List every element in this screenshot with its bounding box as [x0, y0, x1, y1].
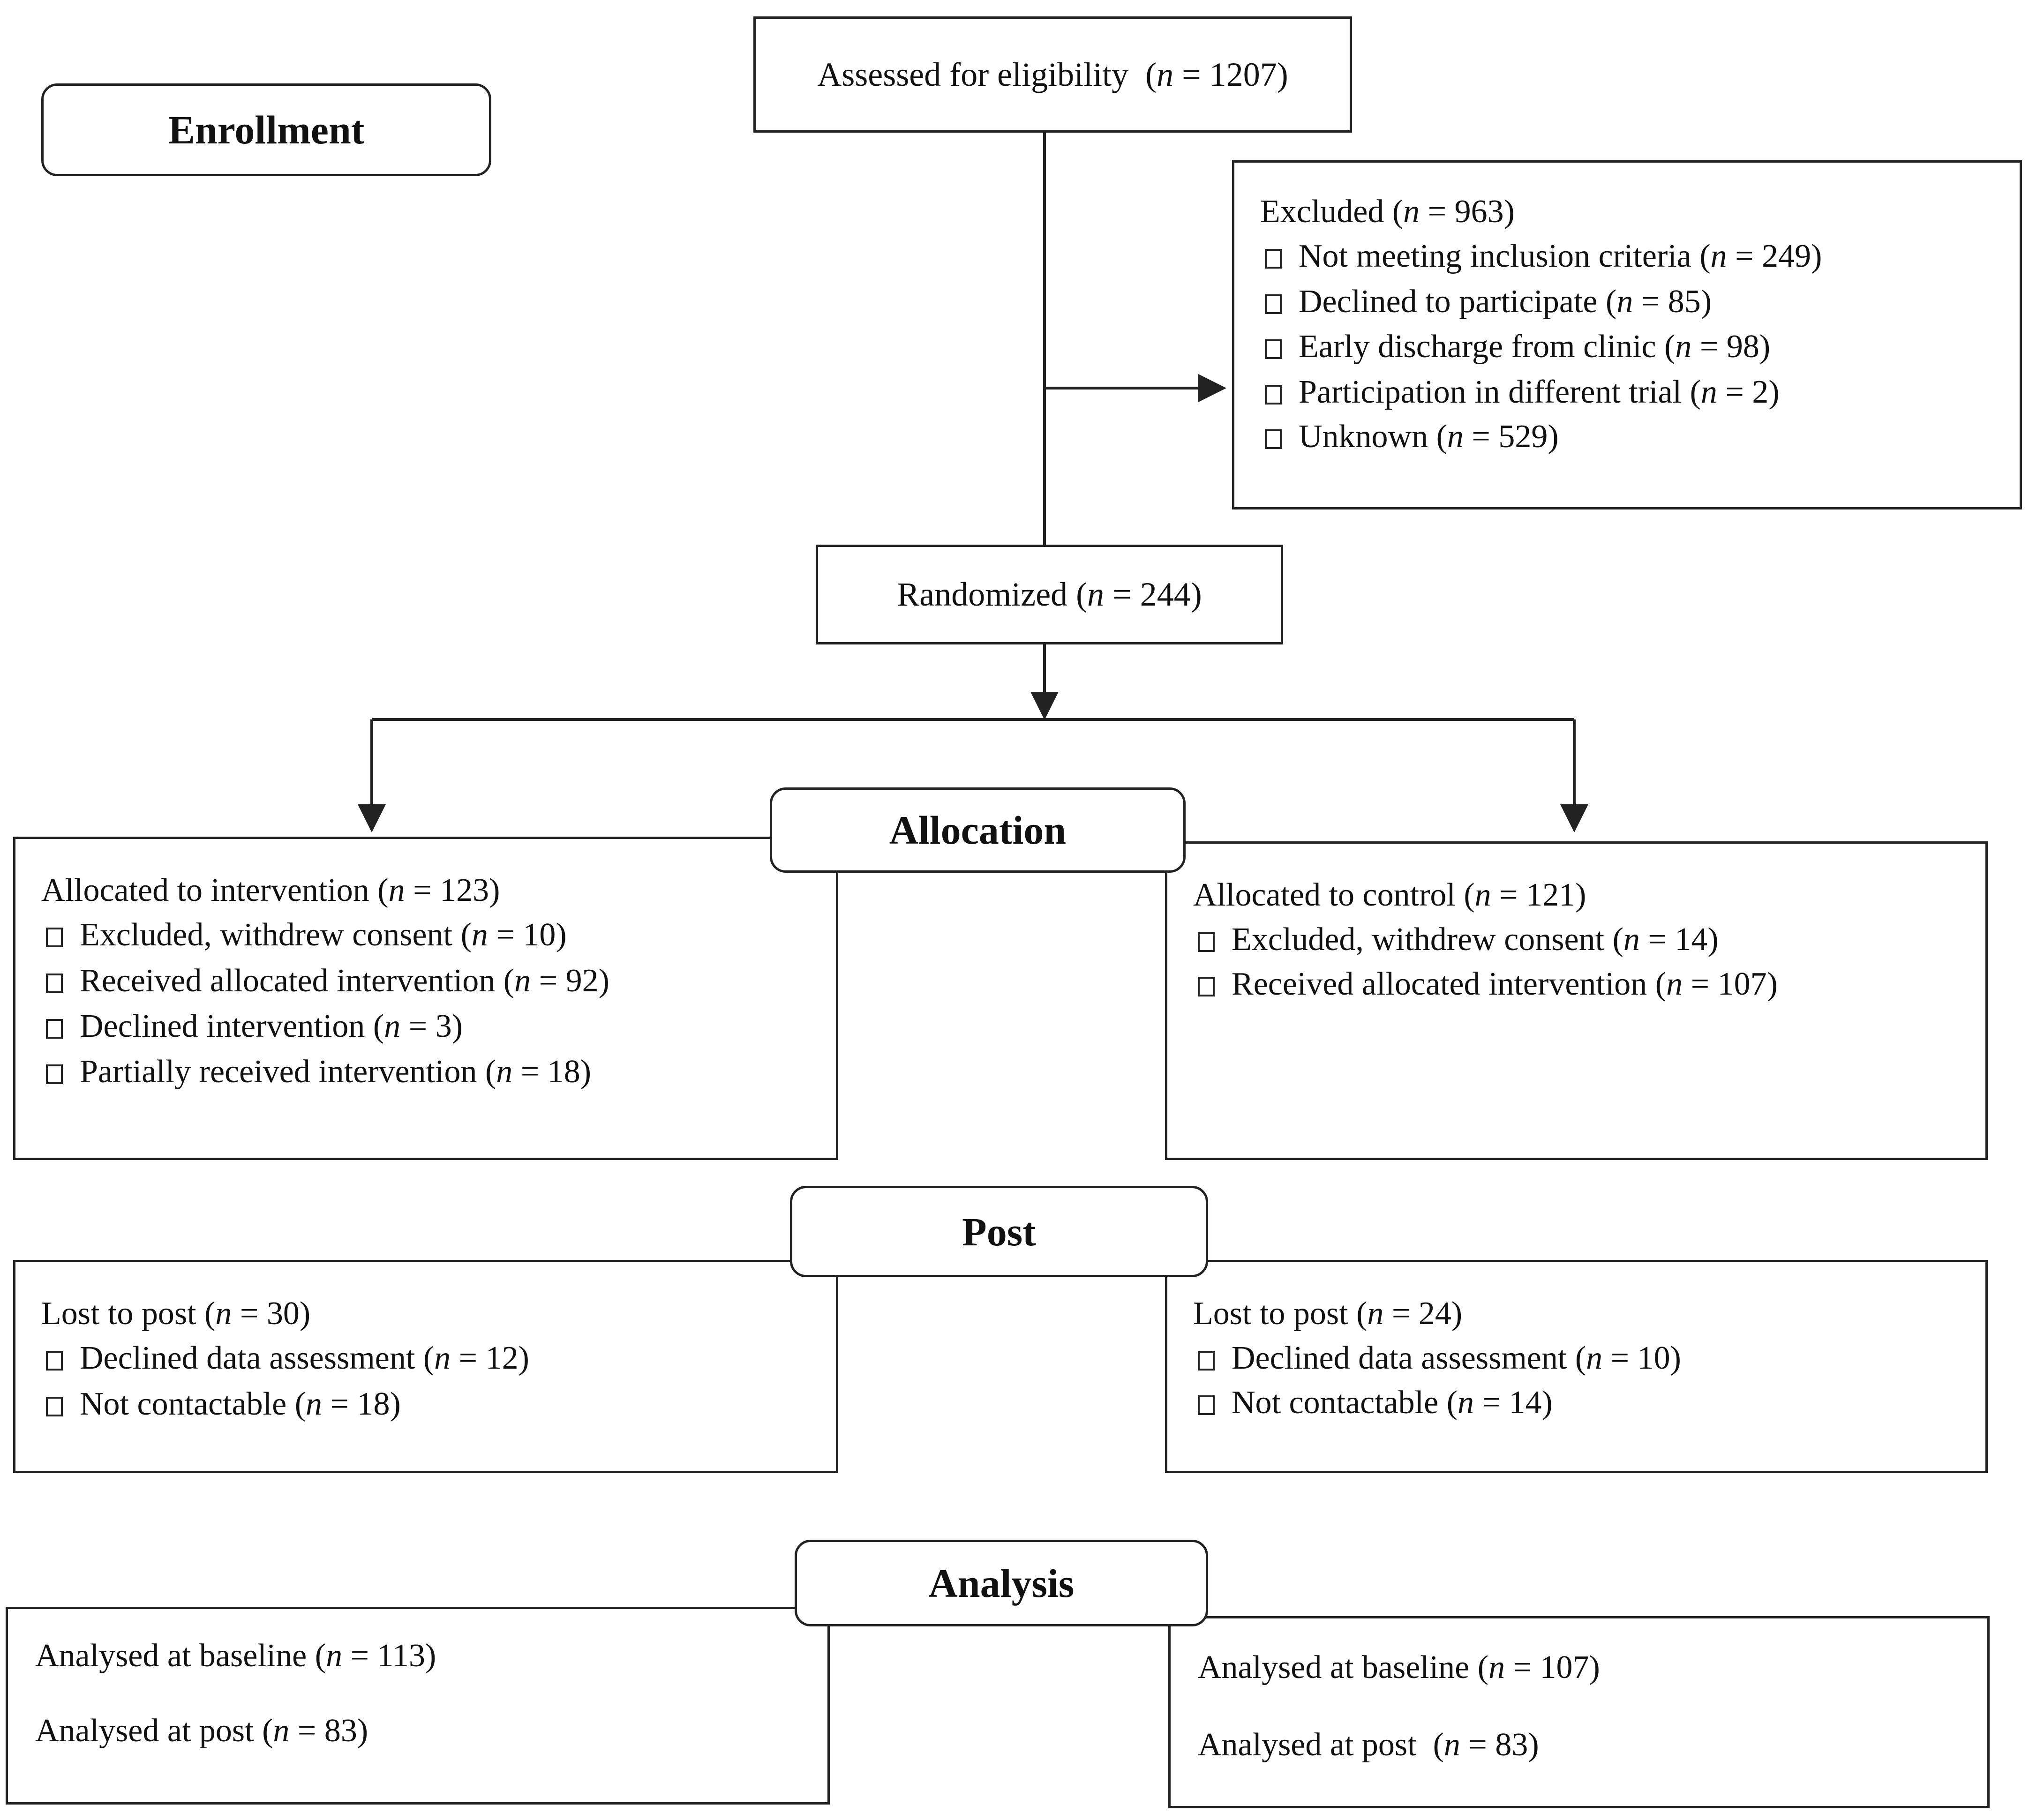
bullet-square-icon [46, 1064, 63, 1084]
bullet-square-icon [1265, 385, 1282, 404]
list-item: Declined data assessment (n = 12) [46, 1342, 529, 1375]
randomized-box: Randomized (n = 244) [816, 545, 1283, 644]
control-lost-box: Lost to post (n = 24) Declined data asse… [1165, 1260, 1988, 1473]
intervention-lost-box: Lost to post (n = 30) Declined data asse… [13, 1260, 838, 1473]
list-item: Not meeting inclusion criteria (n = 249) [1265, 240, 1822, 273]
list-item: Declined to participate (n = 85) [1265, 285, 1712, 318]
list-item: Received allocated intervention (n = 107… [1198, 968, 1778, 1001]
phase-post-label: Post [962, 1209, 1036, 1254]
phase-allocation-label: Allocation [889, 808, 1067, 853]
assessed-text: Assessed for eligibility (n = 1207) [817, 55, 1288, 93]
bullet-square-icon [1198, 1395, 1215, 1415]
phase-analysis: Analysis [795, 1540, 1208, 1626]
intervention-allocation-box: Allocated to intervention (n = 123) Excl… [13, 837, 838, 1160]
intervention-lost: Lost to post (n = 30) [41, 1296, 311, 1332]
list-item: Declined data assessment (n = 10) [1198, 1342, 1681, 1375]
phase-allocation: Allocation [770, 787, 1186, 873]
bullet-square-icon [46, 1397, 63, 1416]
control-allocation-box: Allocated to control (n = 121) Excluded,… [1165, 841, 1988, 1160]
phase-enrollment: Enrollment [41, 83, 491, 176]
list-item: Not contactable (n = 18) [46, 1388, 401, 1421]
list-item: Not contactable (n = 14) [1198, 1386, 1553, 1419]
bullet-square-icon [46, 974, 63, 993]
phase-enrollment-label: Enrollment [168, 107, 365, 152]
list-item: Participation in different trial (n = 2) [1265, 376, 1780, 409]
bullet-square-icon [1198, 1351, 1215, 1371]
list-item: Excluded, withdrew consent (n = 14) [1198, 923, 1719, 956]
list-item: Partially received intervention (n = 18) [46, 1056, 591, 1088]
intervention-analysis-box: Analysed at baseline (n = 113) Analysed … [6, 1607, 830, 1805]
list-item: Unknown (n = 529) [1265, 420, 1559, 453]
control-allocated: Allocated to control (n = 121) [1193, 877, 1586, 913]
bullet-square-icon [1198, 977, 1215, 996]
control-analysed-post: Analysed at post (n = 83) [1198, 1727, 1539, 1763]
list-item: Declined intervention (n = 3) [46, 1010, 463, 1043]
bullet-square-icon [1265, 339, 1282, 359]
list-item: Received allocated intervention (n = 92) [46, 965, 609, 997]
intervention-analysed-post: Analysed at post (n = 83) [35, 1713, 368, 1749]
phase-analysis-label: Analysis [928, 1560, 1075, 1606]
control-analysis-box: Analysed at baseline (n = 107) Analysed … [1168, 1616, 1990, 1808]
list-item: Early discharge from clinic (n = 98) [1265, 330, 1770, 363]
randomized-text: Randomized (n = 244) [897, 576, 1202, 613]
assessed-box: Assessed for eligibility (n = 1207) [753, 16, 1352, 133]
intervention-allocated: Allocated to intervention (n = 123) [41, 872, 500, 908]
bullet-square-icon [1198, 932, 1215, 952]
bullet-square-icon [46, 1351, 63, 1371]
excluded-box: Excluded (n = 963) Not meeting inclusion… [1232, 160, 2022, 509]
control-analysed-baseline: Analysed at baseline (n = 107) [1198, 1649, 1600, 1685]
list-item: Excluded, withdrew consent (n = 10) [46, 919, 567, 951]
intervention-analysed-baseline: Analysed at baseline (n = 113) [35, 1638, 436, 1674]
control-lost: Lost to post (n = 24) [1193, 1296, 1463, 1332]
bullet-square-icon [1265, 249, 1282, 269]
bullet-square-icon [46, 928, 63, 947]
bullet-square-icon [1265, 294, 1282, 314]
bullet-square-icon [46, 1019, 63, 1039]
excluded-total: Excluded (n = 963) [1260, 194, 1515, 230]
phase-post: Post [790, 1186, 1208, 1277]
bullet-square-icon [1265, 429, 1282, 449]
